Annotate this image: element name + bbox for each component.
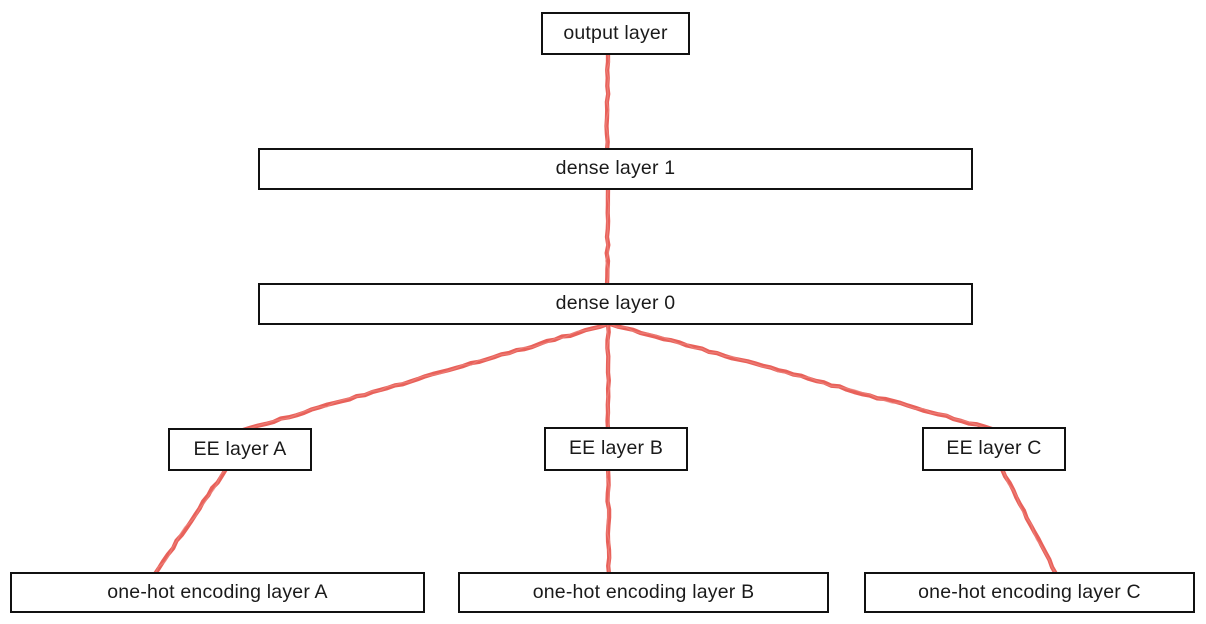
node-one-hot-encoding-layer-c: one-hot encoding layer C	[864, 572, 1195, 613]
node-ee-layer-c: EE layer C	[922, 427, 1066, 471]
node-output-layer: output layer	[541, 12, 690, 55]
node-dense-layer-1: dense layer 1	[258, 148, 973, 190]
edge-texture-ee_b-to-onehot_b	[605, 468, 611, 575]
node-one-hot-encoding-layer-b: one-hot encoding layer B	[458, 572, 829, 613]
edge-texture-ee_c-to-onehot_c	[1001, 468, 1057, 575]
edge-texture-dense0-to-ee_a	[242, 323, 609, 431]
edge-texture-output-to-dense1	[605, 53, 611, 151]
edge-texture-dense0-to-ee_b	[606, 323, 611, 430]
edge-texture-dense1-to-dense0	[605, 188, 610, 286]
edge-texture-dense0-to-ee_c	[609, 323, 993, 430]
node-one-hot-encoding-layer-a: one-hot encoding layer A	[10, 572, 425, 613]
node-dense-layer-0: dense layer 0	[258, 283, 973, 325]
node-ee-layer-b: EE layer B	[544, 427, 688, 471]
edge-texture-ee_a-to-onehot_a	[154, 468, 227, 575]
node-ee-layer-a: EE layer A	[168, 428, 312, 471]
